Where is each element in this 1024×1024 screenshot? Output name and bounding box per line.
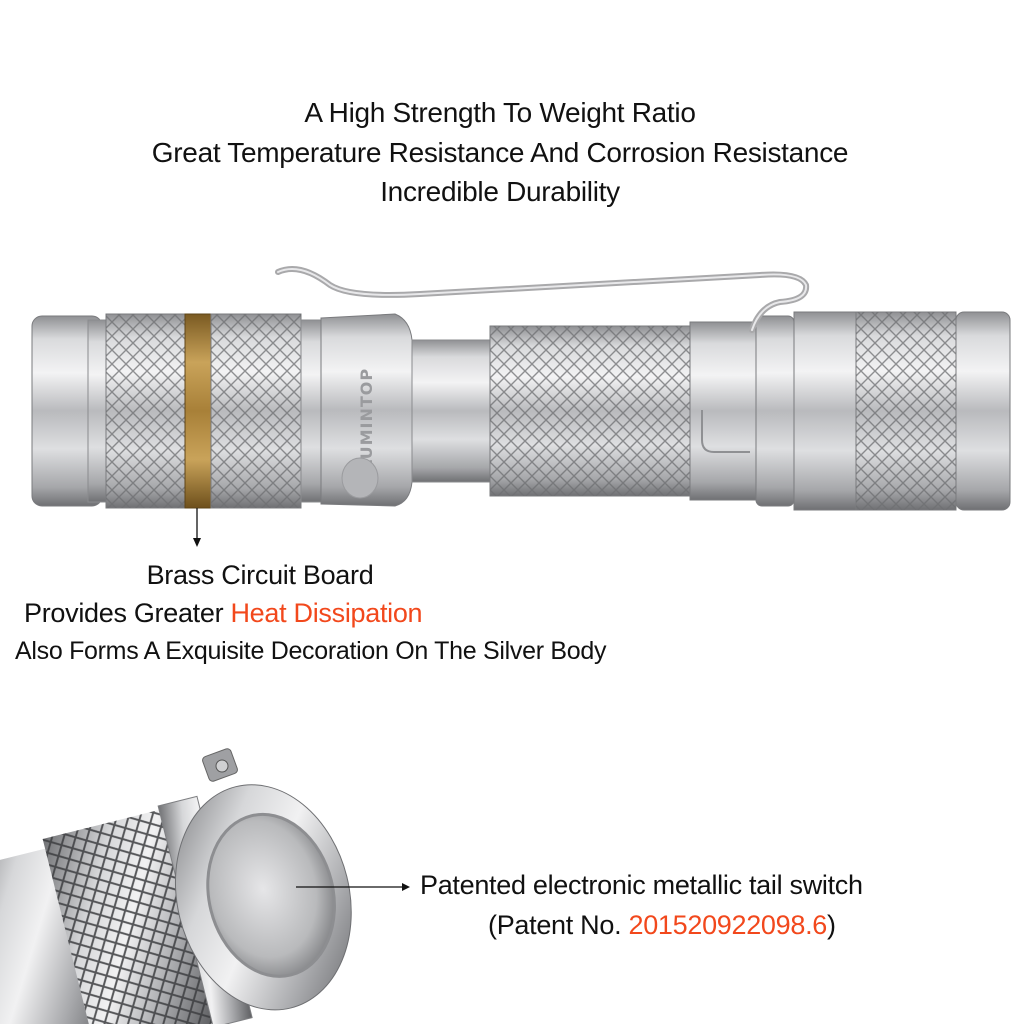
headline-line-3: Incredible Durability xyxy=(380,176,620,207)
brass-callout-prefix: Provides Greater xyxy=(24,598,231,628)
brass-callout-line-3: Also Forms A Exquisite Decoration On The… xyxy=(15,637,607,665)
brass-ring xyxy=(184,313,212,509)
switch-callout-arrow xyxy=(296,883,410,891)
patent-suffix: ) xyxy=(827,910,836,940)
flashlight-side-view: LUMINTOP xyxy=(31,266,1011,547)
switch-callout-title: Patented electronic metallic tail switch xyxy=(420,870,863,900)
brass-callout-line-2: Provides Greater Heat Dissipation xyxy=(24,598,423,629)
brass-callout-title: Brass Circuit Board xyxy=(146,560,374,590)
flashlight-head xyxy=(31,313,187,509)
patent-prefix: (Patent No. xyxy=(488,910,629,940)
headline-line-1: A High Strength To Weight Ratio xyxy=(304,97,696,128)
brand-engraving: LUMINTOP xyxy=(357,368,376,470)
patent-number: 201520922098.6 xyxy=(628,910,827,940)
headline-line-2: Great Temperature Resistance And Corrosi… xyxy=(151,137,849,168)
heat-dissipation-highlight: Heat Dissipation xyxy=(230,598,423,628)
tail-switch-closeup xyxy=(0,748,352,1024)
patent-number-line: (Patent No. 201520922098.6) xyxy=(488,910,836,941)
